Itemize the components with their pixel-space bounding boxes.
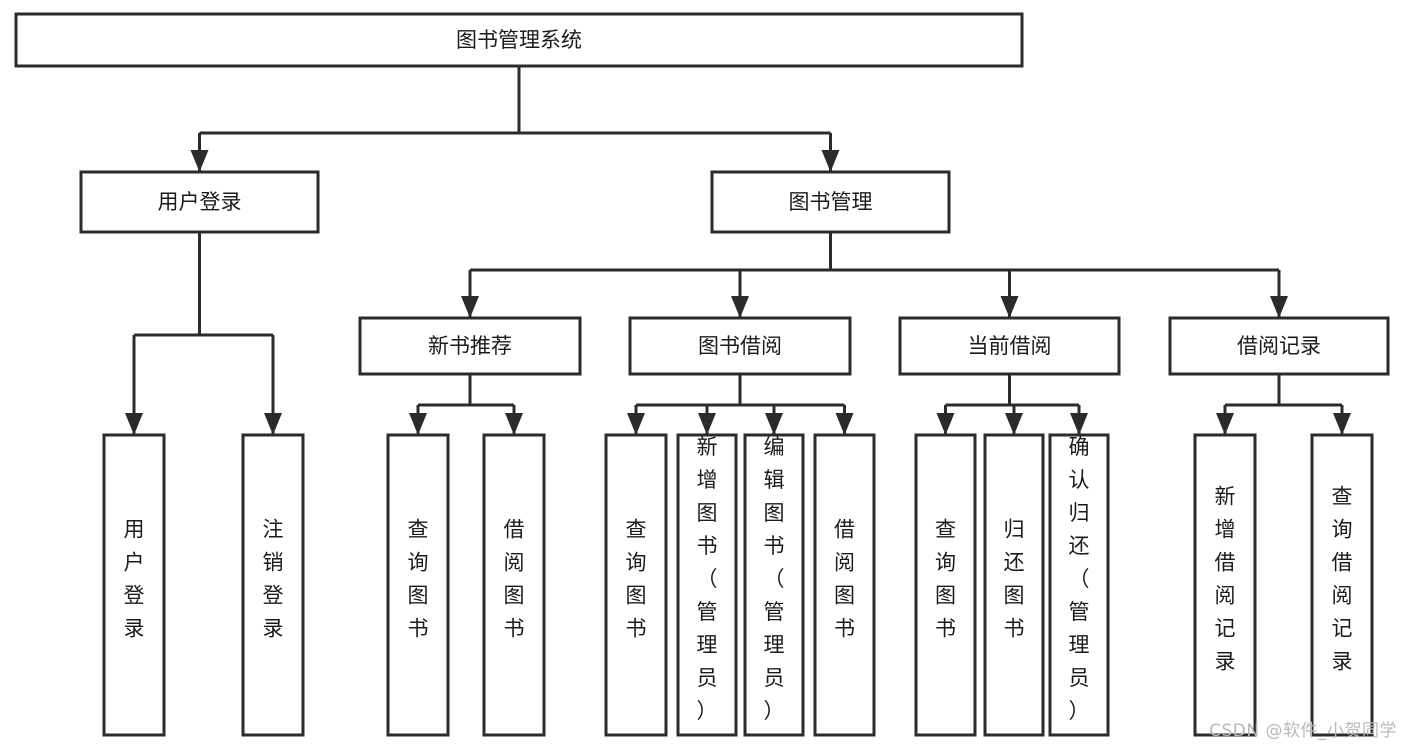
arrow-head-icon: [765, 413, 783, 435]
node-查询图书-rect: [604, 433, 668, 737]
node-确认归还管理员-rect: [1048, 433, 1110, 737]
arrow-head-icon: [1070, 413, 1088, 435]
arrow-head-icon: [936, 413, 955, 435]
node-查询图书-rect: [914, 433, 977, 737]
node-用户登录[interactable]: 用户登录: [79, 170, 320, 234]
arrow-head-icon: [627, 413, 645, 435]
node-图书管理系统-label: 图书管理系统: [456, 28, 582, 52]
arrow-head-icon: [190, 150, 209, 172]
node-用户登录-label: 用户登录: [124, 518, 145, 641]
node-借阅图书-label: 借阅图书: [504, 518, 525, 641]
arrow-head-icon: [1333, 413, 1351, 435]
node-新增借阅记录-label: 新增借阅记录: [1215, 485, 1236, 674]
arrow-head-icon: [1270, 296, 1288, 318]
node-借阅图书[interactable]: 借阅图书: [482, 433, 546, 737]
node-借阅图书-label: 借阅图书: [834, 518, 855, 641]
arrow-head-icon: [821, 150, 840, 172]
node-用户登录-rect: [102, 433, 166, 737]
node-新增图书管理员-rect: [676, 433, 738, 737]
node-查询借阅记录-label: 查询借阅记录: [1332, 485, 1353, 674]
node-查询图书-label: 查询图书: [626, 518, 647, 641]
node-查询图书-label: 查询图书: [935, 518, 956, 641]
node-查询图书-label: 查询图书: [408, 518, 429, 641]
node-新书推荐[interactable]: 新书推荐: [358, 316, 582, 376]
node-借阅记录[interactable]: 借阅记录: [1168, 316, 1390, 376]
node-借阅记录-rect: [1168, 316, 1390, 376]
node-借阅图书[interactable]: 借阅图书: [813, 433, 876, 737]
node-图书借阅[interactable]: 图书借阅: [628, 316, 852, 376]
node-借阅记录-label: 借阅记录: [1237, 334, 1321, 358]
node-编辑图书管理员[interactable]: 编辑图书（管理员）: [743, 433, 805, 737]
node-查询图书[interactable]: 查询图书: [386, 433, 450, 737]
node-查询图书[interactable]: 查询图书: [604, 433, 668, 737]
node-查询图书[interactable]: 查询图书: [914, 433, 977, 737]
node-查询图书-rect: [386, 433, 450, 737]
node-新书推荐-label: 新书推荐: [428, 334, 512, 358]
node-编辑图书管理员-label: 编辑图书（管理员）: [764, 435, 785, 723]
node-归还图书-rect: [983, 433, 1045, 737]
arrow-head-icon: [264, 413, 282, 435]
node-当前借阅-label: 当前借阅: [968, 334, 1052, 358]
node-图书管理系统-rect: [14, 12, 1024, 68]
arrow-head-icon: [461, 296, 479, 318]
edges-layer: [125, 66, 1351, 435]
node-归还图书-label: 归还图书: [1004, 518, 1025, 641]
node-借阅图书-rect: [813, 433, 876, 737]
node-注销登录[interactable]: 注销登录: [241, 433, 305, 737]
node-图书管理-rect: [710, 170, 951, 234]
node-用户登录-label: 用户登录: [158, 190, 242, 214]
node-借阅图书-rect: [482, 433, 546, 737]
arrow-head-icon: [505, 413, 523, 435]
arrow-head-icon: [698, 413, 716, 435]
arrow-head-icon: [409, 413, 427, 435]
node-注销登录-label: 注销登录: [263, 518, 284, 641]
node-新增图书管理员-label: 新增图书（管理员）: [697, 435, 718, 723]
arrow-head-icon: [1000, 296, 1019, 318]
node-用户登录-rect: [79, 170, 320, 234]
node-确认归还管理员-label: 确认归还（管理员）: [1069, 435, 1090, 723]
node-图书管理-label: 图书管理: [789, 190, 873, 214]
node-编辑图书管理员-rect: [743, 433, 805, 737]
node-图书管理系统[interactable]: 图书管理系统: [14, 12, 1024, 68]
watermark-text: CSDN @软件_小贺同学: [1209, 721, 1397, 741]
arrow-head-icon: [1216, 413, 1234, 435]
arrow-head-icon: [731, 296, 749, 318]
node-新增借阅记录-rect: [1193, 433, 1257, 737]
node-新书推荐-rect: [358, 316, 582, 376]
node-图书管理[interactable]: 图书管理: [710, 170, 951, 234]
node-查询借阅记录-rect: [1310, 433, 1374, 737]
node-确认归还管理员[interactable]: 确认归还（管理员）: [1048, 433, 1110, 737]
node-当前借阅[interactable]: 当前借阅: [898, 316, 1121, 376]
node-当前借阅-rect: [898, 316, 1121, 376]
node-注销登录-rect: [241, 433, 305, 737]
node-图书借阅-label: 图书借阅: [698, 334, 782, 358]
node-新增借阅记录[interactable]: 新增借阅记录: [1193, 433, 1257, 737]
node-查询借阅记录[interactable]: 查询借阅记录: [1310, 433, 1374, 737]
node-图书借阅-rect: [628, 316, 852, 376]
arrow-head-icon: [835, 413, 854, 435]
arrow-head-icon: [125, 413, 143, 435]
node-用户登录[interactable]: 用户登录: [102, 433, 166, 737]
arrow-head-icon: [1005, 413, 1023, 435]
node-新增图书管理员[interactable]: 新增图书（管理员）: [676, 433, 738, 737]
nodes-layer: 图书管理系统用户登录图书管理新书推荐图书借阅当前借阅借阅记录用户登录注销登录查询…: [14, 12, 1390, 737]
node-归还图书[interactable]: 归还图书: [983, 433, 1045, 737]
